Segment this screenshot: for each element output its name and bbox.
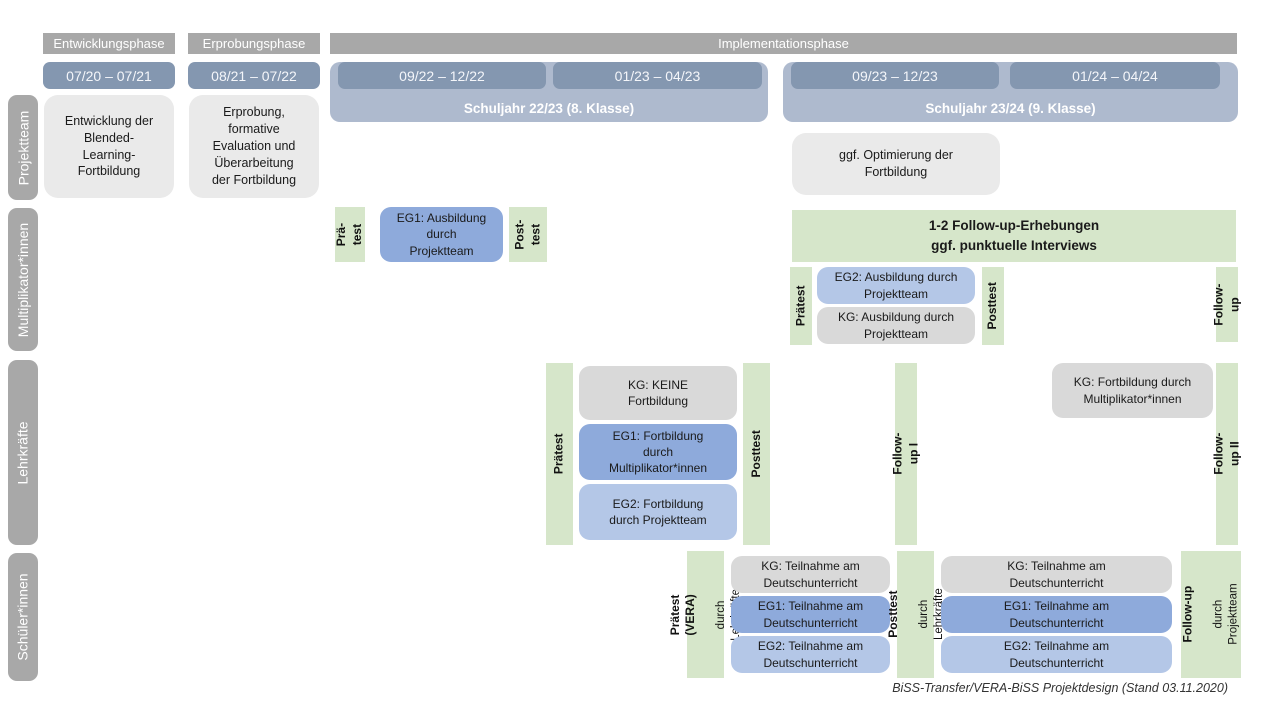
strip-posttest-lehrkraefte-text: Posttest (748, 430, 763, 478)
strip-posttest2-multiplikatoren-text: Posttest (985, 282, 1000, 330)
box-eg1-ausbildung-projektteam: EG1: Ausbildung durch Projektteam (380, 207, 503, 262)
schoolyear-label-23-24: Schuljahr 23/24 (9. Klasse) (925, 101, 1096, 116)
period-bar-0123-0423: 01/23 – 04/23 (553, 62, 762, 89)
box-eg2-fortbildung-projektteam: EG2: Fortbildung durch Projektteam (579, 484, 737, 540)
row-label-lehrkraefte: Lehrkräfte (8, 360, 38, 545)
strip-followup-multiplikatoren: Follow-up (1211, 267, 1241, 342)
followup-schueler-sub: durch Projektteam (1212, 583, 1240, 646)
row-label-multiplikatorinnen: Multiplikator*innen (8, 208, 38, 351)
strip-followup2-lehrkraefte-text: Follow-up II (1211, 433, 1241, 475)
strip-posttest-multiplikatoren: Post- test (509, 207, 547, 262)
phase-header-entwicklungsphase: Entwicklungsphase (43, 33, 175, 54)
row-label-lehrkraefte-text: Lehrkräfte (15, 420, 32, 485)
row-label-multiplikatorinnen-text: Multiplikator*innen (15, 222, 31, 337)
row-label-projektteam-text: Projektteam (15, 110, 32, 185)
strip-posttest-multiplikatoren-text: Post- test (512, 219, 542, 250)
period-bar-0923-1223: 09/23 – 12/23 (791, 62, 999, 89)
strip-praetest-multiplikatoren: Prä- test (334, 207, 365, 262)
strip-praetest2-multiplikatoren-text: Prätest (793, 285, 808, 327)
box-eg1-teilnahme-deutschunterricht-2: EG1: Teilnahme am Deutschunterricht (941, 596, 1172, 633)
row-label-schuelerinnen: Schüler*innen (8, 553, 38, 681)
row-label-schuelerinnen-text: Schüler*innen (15, 573, 32, 661)
box-erprobung-evaluation: Erprobung, formative Evaluation und Über… (189, 95, 319, 198)
period-bar-0821-0722: 08/21 – 07/22 (188, 62, 320, 89)
box-entwicklung-fortbildung: Entwicklung der Blended- Learning- Fortb… (44, 95, 174, 198)
box-eg2-ausbildung-projektteam: EG2: Ausbildung durch Projektteam (817, 267, 975, 304)
followup-schueler-title: Follow-up (1180, 586, 1195, 643)
strip-followup-schueler-text: Follow-up durch Projektteam (1165, 584, 1257, 645)
strip-praetest-lehrkraefte-text: Prätest (551, 433, 566, 475)
period-bar-0922-1222: 09/22 – 12/22 (338, 62, 546, 89)
praetest-vera-title: Prätest (VERA) (667, 593, 697, 636)
strip-followup-schueler: Follow-up durch Projektteam (1180, 551, 1241, 678)
strip-followup2-lehrkraefte: Follow-up II (1211, 363, 1241, 545)
posttest-schueler-title: Posttest (884, 590, 899, 639)
box-eg1-fortbildung-multiplikatoren: EG1: Fortbildung durch Multiplikator*inn… (579, 424, 737, 480)
box-kg-teilnahme-deutschunterricht-2: KG: Teilnahme am Deutschunterricht (941, 556, 1172, 593)
box-eg1-teilnahme-deutschunterricht-1: EG1: Teilnahme am Deutschunterricht (731, 596, 890, 633)
bar-followup-erhebungen: 1-2 Follow-up-Erhebungen ggf. punktuelle… (792, 210, 1236, 262)
footer-caption: BiSS-Transfer/VERA-BiSS Projektdesign (S… (892, 681, 1228, 695)
phase-header-erprobungsphase: Erprobungsphase (188, 33, 320, 54)
strip-posttest-schueler: Posttest durch Lehrkräfte (885, 551, 944, 678)
strip-posttest-lehrkraefte: Posttest (743, 363, 770, 545)
strip-praetest-multiplikatoren-text: Prä- test (334, 222, 364, 247)
box-eg2-teilnahme-deutschunterricht-1: EG2: Teilnahme am Deutschunterricht (731, 636, 890, 673)
box-kg-keine-fortbildung: KG: KEINE Fortbildung (579, 366, 737, 420)
strip-praetest-vera-schueler: Prätest (VERA) durch Lehrkräfte (667, 551, 742, 678)
period-bar-0720-0721: 07/20 – 07/21 (43, 62, 175, 89)
period-bar-0124-0424: 01/24 – 04/24 (1010, 62, 1220, 89)
strip-praetest-lehrkraefte: Prätest (546, 363, 573, 545)
box-kg-teilnahme-deutschunterricht-1: KG: Teilnahme am Deutschunterricht (731, 556, 890, 593)
box-eg2-teilnahme-deutschunterricht-2: EG2: Teilnahme am Deutschunterricht (941, 636, 1172, 673)
strip-followup1-lehrkraefte-text: Follow-up I (890, 433, 920, 475)
strip-posttest2-multiplikatoren: Posttest (982, 267, 1004, 345)
box-kg-ausbildung-projektteam: KG: Ausbildung durch Projektteam (817, 307, 975, 344)
schoolyear-label-22-23: Schuljahr 22/23 (8. Klasse) (463, 101, 635, 116)
box-kg-fortbildung-multiplikatoren: KG: Fortbildung durch Multiplikator*inne… (1052, 363, 1213, 418)
strip-praetest2-multiplikatoren: Prätest (790, 267, 812, 345)
strip-followup-multiplikatoren-text: Follow-up (1211, 283, 1241, 326)
strip-followup1-lehrkraefte: Follow-up I (890, 363, 920, 545)
row-label-projektteam: Projektteam (8, 95, 38, 200)
box-optimierung-fortbildung: ggf. Optimierung der Fortbildung (792, 133, 1000, 195)
phase-header-implementationsphase: Implementationsphase (330, 33, 1237, 54)
